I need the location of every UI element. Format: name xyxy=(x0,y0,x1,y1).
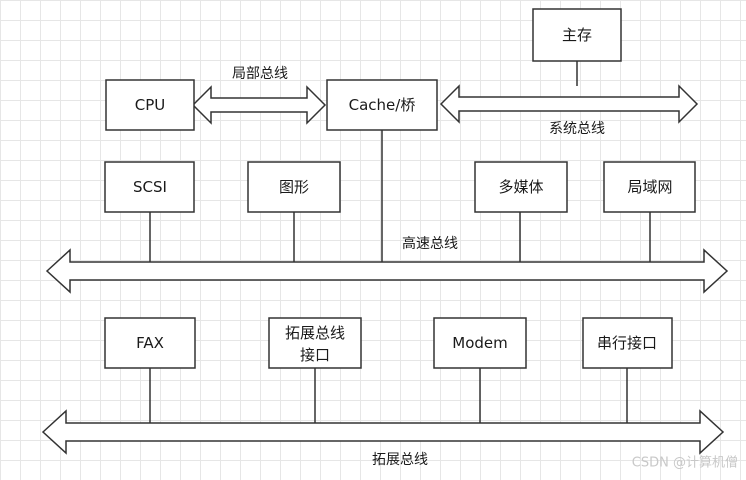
high-speed-bus-arrow xyxy=(45,248,729,294)
graphics-label: 图形 xyxy=(279,178,309,196)
expansion-interface-box xyxy=(268,317,362,369)
main-memory-label: 主存 xyxy=(562,26,592,44)
local-bus-arrow xyxy=(191,85,327,125)
main-memory-box xyxy=(532,8,622,62)
expansion-interface-label-line1: 拓展总线 xyxy=(285,324,345,342)
system-bus-label: 系统总线 xyxy=(549,121,605,137)
lan-box xyxy=(603,161,696,213)
system-bus-arrow xyxy=(439,84,699,124)
expansion-interface-label-line2: 接口 xyxy=(300,346,330,364)
cpu-box xyxy=(105,79,195,131)
modem-label: Modem xyxy=(452,334,507,352)
scsi-box xyxy=(104,161,195,213)
serial-interface-label: 串行接口 xyxy=(597,334,657,352)
scsi-label: SCSI xyxy=(133,178,167,196)
graphics-box xyxy=(247,161,341,213)
local-bus-label: 局部总线 xyxy=(232,66,288,82)
high-speed-bus-label: 高速总线 xyxy=(402,235,458,252)
serial-interface-box xyxy=(582,317,673,369)
expansion-bus-label: 拓展总线 xyxy=(372,452,428,468)
multimedia-box xyxy=(474,161,568,213)
modem-box xyxy=(433,317,527,369)
multimedia-label: 多媒体 xyxy=(498,178,543,196)
expansion-bus-arrow xyxy=(41,409,725,455)
cache-bridge-label: Cache/桥 xyxy=(349,96,416,114)
lan-label: 局域网 xyxy=(627,178,672,196)
fax-box xyxy=(104,317,196,369)
fax-label: FAX xyxy=(136,334,164,352)
cache-bridge-box xyxy=(326,79,438,131)
cpu-label: CPU xyxy=(135,96,166,114)
watermark-text: CSDN @计算机僧 xyxy=(632,456,738,471)
